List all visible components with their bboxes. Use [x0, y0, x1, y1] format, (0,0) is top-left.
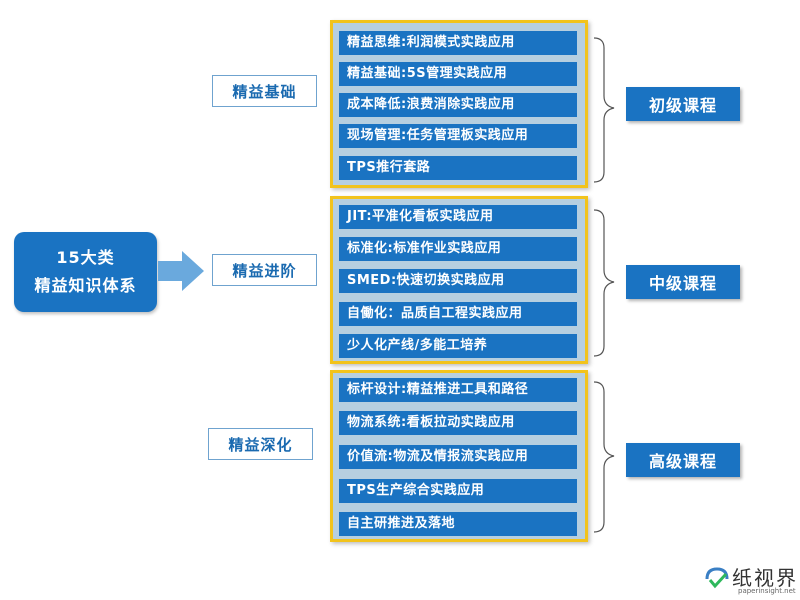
list-item: 精益思维:利润模式实践应用	[339, 31, 577, 55]
list-item: 自主研推进及落地	[339, 512, 577, 536]
list-item: 标杆设计:精益推进工具和路径	[339, 378, 577, 402]
watermark-url: paperinsight.net	[738, 587, 796, 595]
list-item: 精益基础:5S管理实践应用	[339, 62, 577, 86]
list-item: 成本降低:浪费消除实践应用	[339, 93, 577, 117]
logo-icon	[705, 567, 729, 589]
list-item: 现场管理:任务管理板实践应用	[339, 124, 577, 148]
list-item: TPS推行套路	[339, 156, 577, 180]
list-item: SMED:快速切换实践应用	[339, 269, 577, 293]
course-group-senior: 标杆设计:精益推进工具和路径 物流系统:看板拉动实践应用 价值流:物流及情报流实…	[330, 370, 588, 542]
level-label-basic: 精益基础	[212, 75, 317, 107]
course-group-intermediate: JIT:平准化看板实践应用 标准化:标准作业实践应用 SMED:快速切换实践应用…	[330, 196, 588, 364]
list-item: 少人化产线/多能工培养	[339, 334, 577, 358]
course-label-senior: 高级课程	[626, 443, 740, 477]
root-line2: 精益知识体系	[34, 276, 137, 295]
level-label-advanced: 精益进阶	[212, 254, 317, 286]
list-item: 价值流:物流及情报流实践应用	[339, 445, 577, 469]
list-item: 标准化:标准作业实践应用	[339, 237, 577, 261]
root-node: 15大类 精益知识体系	[14, 232, 157, 312]
list-item: JIT:平准化看板实践应用	[339, 205, 577, 229]
watermark-name: 纸视界	[732, 566, 798, 590]
brace-icon	[593, 37, 615, 183]
level-label-deep: 精益深化	[208, 428, 313, 460]
brace-icon	[593, 209, 615, 357]
brace-icon	[593, 381, 615, 533]
course-group-primary: 精益思维:利润模式实践应用 精益基础:5S管理实践应用 成本降低:浪费消除实践应…	[330, 20, 588, 188]
list-item: TPS生产综合实践应用	[339, 479, 577, 503]
list-item: 物流系统:看板拉动实践应用	[339, 411, 577, 435]
course-label-intermediate: 中级课程	[626, 265, 740, 299]
root-line1: 15大类	[56, 248, 115, 267]
right-arrow-icon	[158, 251, 204, 291]
list-item: 自働化：品质自工程实践应用	[339, 302, 577, 326]
course-label-primary: 初级课程	[626, 87, 740, 121]
